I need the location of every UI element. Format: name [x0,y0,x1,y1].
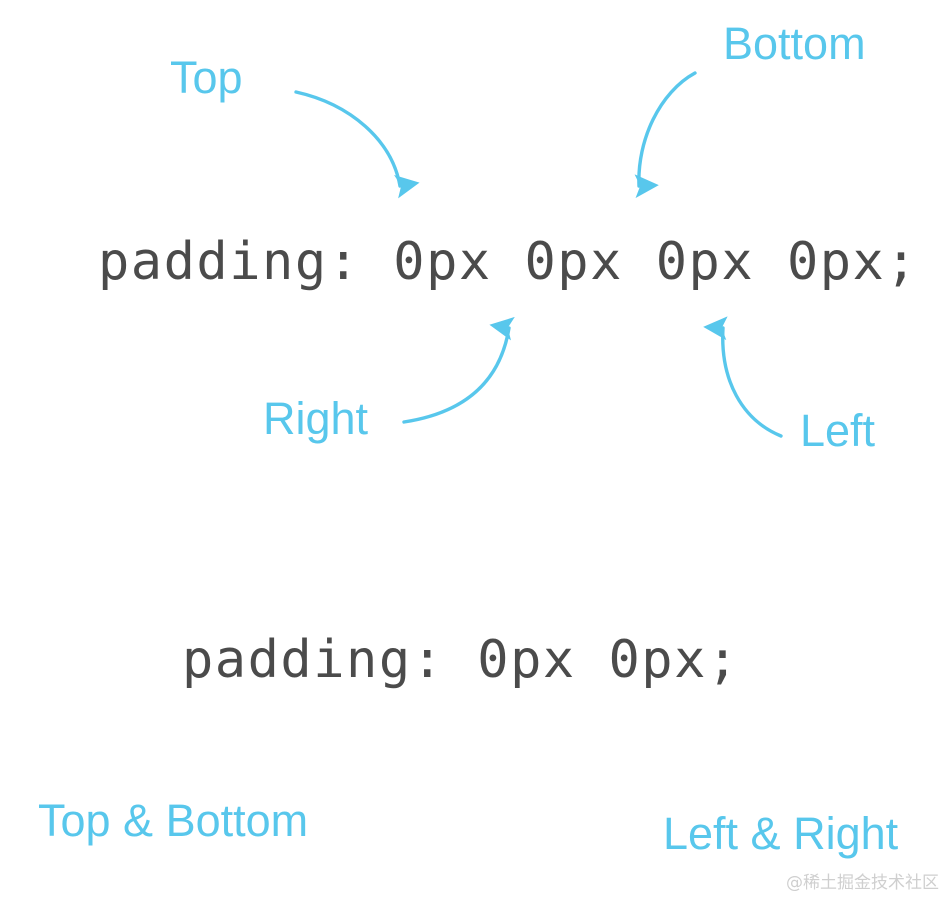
label-top-bottom: Top & Bottom [38,795,309,846]
code-line-two-value: padding: 0px 0px; [182,630,740,690]
arrow-bottom-icon [634,71,697,199]
label-top: Top [170,52,243,103]
code-line-four-value: padding: 0px 0px 0px 0px; [98,232,919,292]
arrow-top-icon [294,90,420,199]
arrow-right-icon [402,316,515,424]
label-left-right: Left & Right [663,808,899,859]
label-right: Right [263,393,369,444]
label-bottom: Bottom [723,18,866,69]
arrow-left-icon [703,316,783,438]
watermark: @稀土掘金技术社区 [786,873,939,893]
label-left: Left [800,405,876,456]
